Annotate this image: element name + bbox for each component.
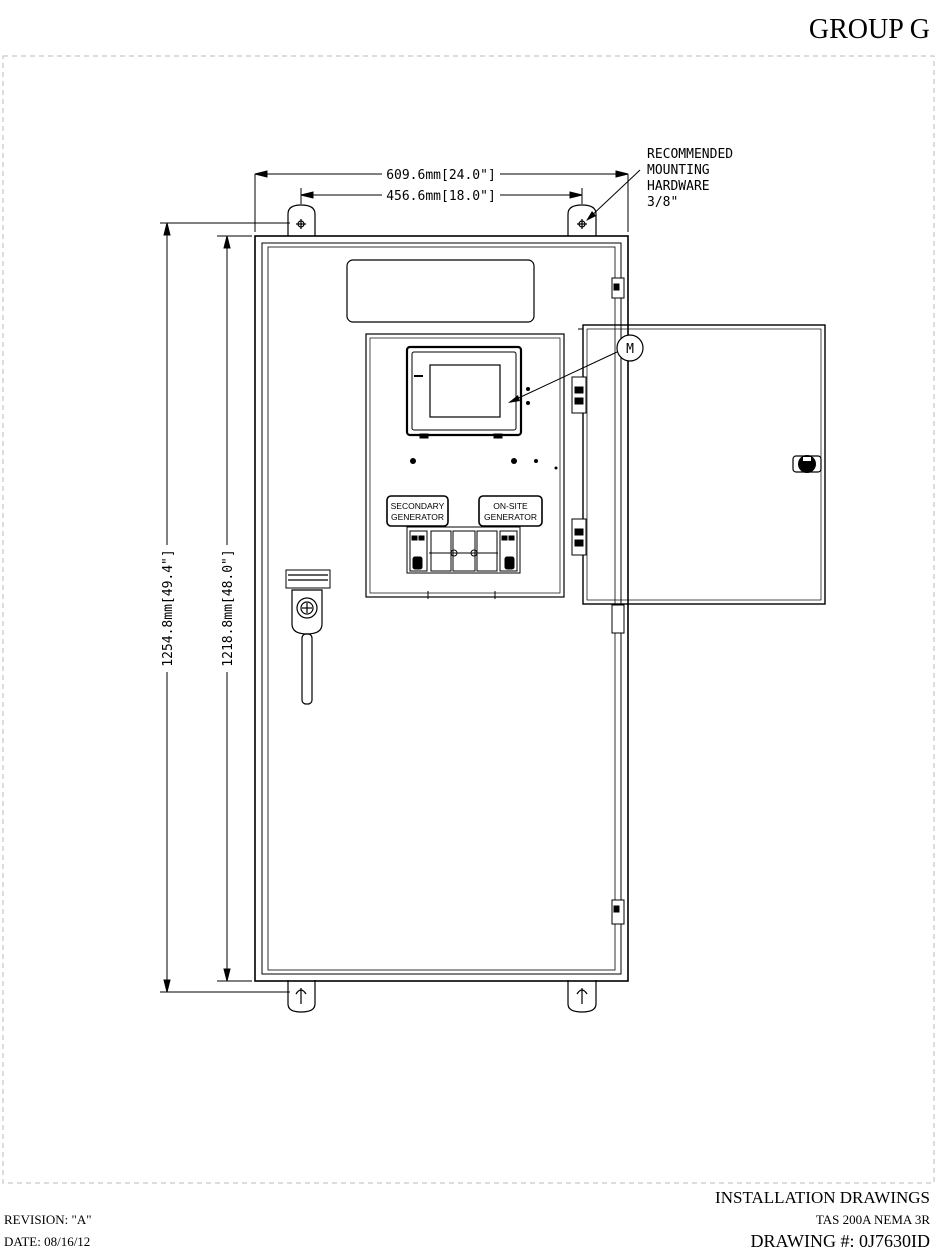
breaker-assembly [407, 527, 520, 573]
title-drawing-number: DRAWING #: 0J7630ID [750, 1231, 930, 1252]
onsite-generator-plate: ON-SITE GENERATOR [479, 496, 542, 526]
cabinet-hinges [612, 278, 624, 924]
title-model: TAS 200A NEMA 3R [816, 1212, 930, 1228]
onsite-generator-line-1: ON-SITE [493, 501, 528, 511]
secondary-generator-plate: SECONDARY GENERATOR [387, 496, 448, 526]
door-latch-icon [793, 455, 821, 473]
nameplate-window [347, 260, 534, 322]
disconnect-handle [286, 570, 330, 704]
secondary-generator-line-2: GENERATOR [391, 512, 444, 522]
date-label: DATE: 08/16/12 [4, 1234, 90, 1250]
door-hinges [572, 377, 586, 555]
mounting-tab-top-right [568, 205, 596, 236]
mount-width-label: 456.6mm[18.0"] [386, 189, 496, 204]
indicator-lights [410, 387, 558, 470]
mounting-note-line-4: 3/8" [647, 195, 678, 210]
drawing-frame [3, 56, 934, 1183]
mounting-hardware-callout: RECOMMENDED MOUNTING HARDWARE 3/8" [586, 147, 733, 221]
mounting-note-line-1: RECOMMENDED [647, 147, 733, 162]
balloon-m-label: M [626, 342, 634, 357]
mounting-tab-bottom-left [288, 980, 315, 1012]
mounting-note-line-2: MOUNTING [647, 163, 710, 178]
secondary-generator-line-1: SECONDARY [391, 501, 445, 511]
control-panel [366, 334, 564, 599]
mounting-note-line-3: HARDWARE [647, 179, 710, 194]
mounting-tab-bottom-right [568, 980, 596, 1012]
revision-label: REVISION: "A" [4, 1212, 92, 1228]
onsite-generator-line-2: GENERATOR [484, 512, 537, 522]
overall-height-label: 1254.8mm[49.4"] [161, 549, 176, 666]
mounting-tab-top-left [288, 205, 315, 236]
cabinet-height-label: 1218.8mm[48.0"] [221, 549, 236, 666]
controller-display [407, 347, 521, 438]
title-installation-drawings: INSTALLATION DRAWINGS [715, 1188, 930, 1208]
overall-width-label: 609.6mm[24.0"] [386, 168, 496, 183]
